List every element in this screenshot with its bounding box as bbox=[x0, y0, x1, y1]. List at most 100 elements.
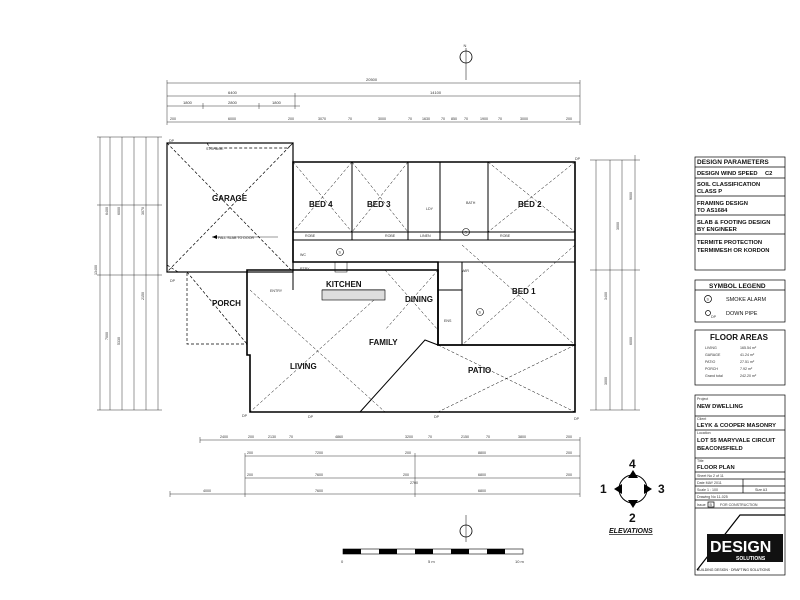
internal-partitions bbox=[292, 162, 575, 345]
dim-row2-5: 3000 bbox=[378, 117, 386, 121]
client-label: Client bbox=[697, 417, 706, 421]
logo-text: DESIGN bbox=[710, 539, 771, 556]
fall-arrowhead bbox=[212, 235, 217, 239]
area-label-1: GARAGE bbox=[705, 353, 721, 357]
dim-b2-0: 200 bbox=[247, 451, 253, 455]
area-value-4: 242.20 m² bbox=[740, 374, 757, 378]
design-parameters-box bbox=[694, 156, 786, 271]
dim-b1-9: 3800 bbox=[518, 435, 526, 439]
dp-bottom-left: DP bbox=[242, 414, 248, 418]
dim-row2-11: 1900 bbox=[480, 117, 488, 121]
scale-zero: 0 bbox=[341, 559, 344, 564]
symbol-legend-heading: SYMBOL LEGEND bbox=[709, 283, 766, 290]
bottom-dimensions bbox=[169, 437, 581, 497]
room-linen: LINEN bbox=[420, 234, 431, 238]
dim-b4-0: 4000 bbox=[203, 489, 211, 493]
smoke-alarm-3: S bbox=[479, 311, 482, 315]
framing-line-1: FRAMING DESIGN bbox=[697, 201, 748, 207]
dim-b2-2: 200 bbox=[405, 451, 411, 455]
robe-bed2: ROBE bbox=[500, 234, 511, 238]
dim-row2-4: 70 bbox=[348, 117, 352, 121]
title-value: FLOOR PLAN bbox=[697, 465, 735, 471]
dim-b3-3: 2700 bbox=[410, 481, 418, 485]
north-arrow-top: N bbox=[459, 43, 473, 80]
paper-size: Size A3 bbox=[755, 488, 767, 492]
room-ldy: LDY bbox=[426, 207, 434, 211]
framing-line-2: TO AS1684 bbox=[697, 208, 728, 214]
room-living: LIVING bbox=[290, 362, 317, 371]
porch-outline bbox=[186, 271, 248, 345]
soil-line-2: CLASS P bbox=[697, 189, 722, 195]
dim-top-right: 14100 bbox=[430, 90, 442, 95]
scale-five: 5 m bbox=[428, 559, 435, 564]
dim-b2-1: 7200 bbox=[315, 451, 323, 455]
dim-left-4: 5330 bbox=[117, 337, 121, 345]
fall-slab-note: FALL SLAB TO DOOR bbox=[218, 236, 254, 240]
scale-bar bbox=[342, 548, 524, 555]
title-label: Title bbox=[697, 459, 704, 463]
dim-row2-7: 1630 bbox=[422, 117, 430, 121]
location-line-2: BEACONSFIELD bbox=[697, 446, 743, 452]
project-label: Project bbox=[697, 397, 708, 401]
design-parameters-heading: DESIGN PARAMETERS bbox=[697, 159, 769, 166]
dim-right-0: 9000 bbox=[629, 192, 633, 200]
dim-b3-2: 200 bbox=[403, 473, 409, 477]
dim-b3-5: 200 bbox=[566, 473, 572, 477]
dim-left-0: 13400 bbox=[94, 265, 98, 275]
dim-b1-4: 4860 bbox=[335, 435, 343, 439]
dim-b2-3: 8800 bbox=[478, 451, 486, 455]
symbol-legend-box bbox=[694, 279, 786, 323]
kitchen-island bbox=[321, 289, 386, 301]
wind-label: DESIGN WIND SPEED bbox=[697, 171, 758, 177]
dim-b3-1: 7600 bbox=[315, 473, 323, 477]
dim-right-4: 3000 bbox=[604, 377, 608, 385]
room-bath: BATH bbox=[466, 201, 476, 205]
elevation-2: 2 bbox=[629, 511, 636, 525]
slab-line-2: BY ENGINEER bbox=[697, 227, 738, 233]
room-bed3: BED 3 bbox=[367, 200, 391, 209]
dim-row2-6: 70 bbox=[408, 117, 412, 121]
dim-b1-6: 70 bbox=[428, 435, 432, 439]
dim-b1-1: 200 bbox=[248, 435, 254, 439]
location-line-1: LOT 55 MARYVALE CIRCUIT bbox=[697, 438, 776, 444]
dim-b1-3: 70 bbox=[289, 435, 293, 439]
room-bed4: BED 4 bbox=[309, 200, 333, 209]
dim-b1-10: 200 bbox=[566, 435, 572, 439]
dim-b1-5: 3200 bbox=[405, 435, 413, 439]
dim-top-left: 6400 bbox=[228, 90, 238, 95]
dim-b3-0: 200 bbox=[247, 473, 253, 477]
dim-left-3: 6000 bbox=[117, 207, 121, 215]
dim-row2-0: 200 bbox=[170, 117, 176, 121]
area-value-2: 27.51 m² bbox=[740, 360, 755, 364]
cooktop bbox=[334, 261, 348, 273]
room-bed2: BED 2 bbox=[518, 200, 542, 209]
dim-b1-2: 2130 bbox=[268, 435, 276, 439]
room-ens: ENS bbox=[444, 319, 452, 323]
right-dimensions bbox=[590, 155, 640, 411]
drawing-scale: Scale 1 : 100 bbox=[697, 488, 718, 492]
room-dining: DINING bbox=[405, 295, 433, 304]
room-diagonals bbox=[249, 161, 576, 413]
dim-right-1: 6000 bbox=[629, 337, 633, 345]
dim-row2-12: 70 bbox=[498, 117, 502, 121]
dp-bottom-1: DP bbox=[308, 415, 314, 419]
room-storage: STORAGE bbox=[206, 147, 224, 151]
termite-line-1: TERMITE PROTECTION bbox=[697, 240, 762, 246]
room-kitchen: KITCHEN bbox=[326, 280, 362, 289]
dim-left-1: 7000 bbox=[105, 332, 109, 340]
elevation-3: 3 bbox=[658, 482, 665, 496]
room-wc: WC bbox=[300, 253, 306, 257]
slab-line-1: SLAB & FOOTING DESIGN bbox=[697, 220, 770, 226]
robe-bed3: ROBE bbox=[385, 234, 396, 238]
dp-bottom-3: DP bbox=[574, 417, 580, 421]
dim-b3-4: 6800 bbox=[478, 473, 486, 477]
wind-value: C2 bbox=[765, 171, 772, 177]
smoke-alarm-2: S bbox=[465, 231, 468, 235]
smoke-alarm-1: S bbox=[339, 251, 342, 255]
area-value-3: 7.92 m² bbox=[740, 367, 753, 371]
dim-b4-1: 7600 bbox=[315, 489, 323, 493]
area-value-1: 41.24 m² bbox=[740, 353, 755, 357]
issue-value: B bbox=[710, 503, 713, 507]
dim-overall: 20500 bbox=[366, 77, 378, 82]
top-dimensions bbox=[166, 80, 581, 125]
